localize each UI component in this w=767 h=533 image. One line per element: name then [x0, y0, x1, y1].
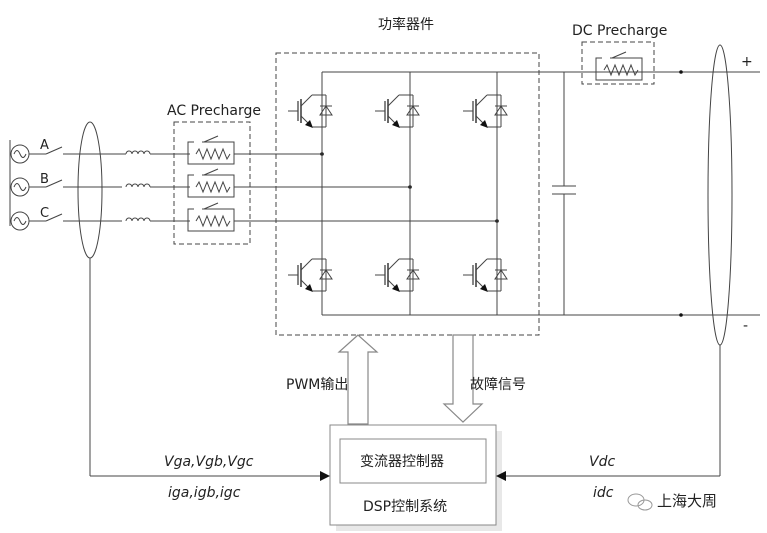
- ac-currents-label: iga,igb,igc: [168, 485, 241, 501]
- ac-source-group: [9, 140, 30, 231]
- left-arrowhead-icon: [320, 471, 330, 481]
- watermark-text: 上海大周: [657, 492, 717, 510]
- igbt-lower-2-icon: [374, 258, 420, 293]
- phase-switches: [29, 146, 122, 222]
- ac-source-a-icon: [10, 144, 30, 164]
- dc-current-label: idc: [593, 485, 614, 501]
- ac-precharge-label: AC Precharge: [167, 103, 261, 119]
- igbt-lower-3-icon: [462, 258, 508, 293]
- ac-current-sensor: [77, 121, 103, 259]
- phase-b-label: B: [40, 172, 49, 187]
- dc-precharge-box: [581, 41, 655, 85]
- wechat-icon: [627, 493, 653, 511]
- dsp-system-block: [329, 424, 502, 531]
- ac-precharge-cells: [188, 136, 234, 231]
- fault-signal-arrow: [442, 334, 484, 423]
- watermark: 上海大周: [627, 492, 717, 511]
- pwm-output-label: PWM输出: [286, 377, 348, 393]
- dc-voltage-label: Vdc: [589, 454, 615, 470]
- power-devices-box: [275, 52, 540, 336]
- fault-signal-label: 故障信号: [470, 377, 526, 393]
- igbt-upper-3-icon: [462, 94, 508, 129]
- dc-current-sensor: [707, 44, 733, 346]
- ac-precharge-box: [173, 121, 251, 245]
- igbt-upper-2-icon: [374, 94, 420, 129]
- dsp-system-label: DSP控制系统: [363, 499, 447, 515]
- line-inductors: [122, 150, 190, 222]
- igbt-lower-1-icon: [287, 258, 333, 293]
- ac-source-b-icon: [10, 177, 30, 197]
- right-arrowhead-icon: [496, 471, 506, 481]
- ac-source-c-icon: [10, 211, 30, 231]
- pwm-output-arrow: [337, 334, 379, 425]
- phase-a-label: A: [40, 138, 49, 153]
- dc-precharge-cell: [596, 52, 642, 80]
- ac-voltages-label: Vga,Vgb,Vgc: [164, 454, 254, 470]
- converter-controller-label: 变流器控制器: [360, 454, 444, 470]
- feedback-lines: [89, 258, 721, 477]
- power-devices-label: 功率器件: [378, 16, 434, 33]
- dc-precharge-label: DC Precharge: [572, 23, 667, 39]
- dc-plus-label: +: [741, 54, 753, 70]
- converter-controller-box: [339, 438, 487, 484]
- dc-link-capacitor-icon: [552, 72, 576, 315]
- phase-c-label: C: [40, 206, 49, 221]
- dc-minus-label: -: [743, 318, 748, 334]
- phase-lines: [234, 153, 497, 222]
- igbt-upper-1-icon: [287, 94, 333, 129]
